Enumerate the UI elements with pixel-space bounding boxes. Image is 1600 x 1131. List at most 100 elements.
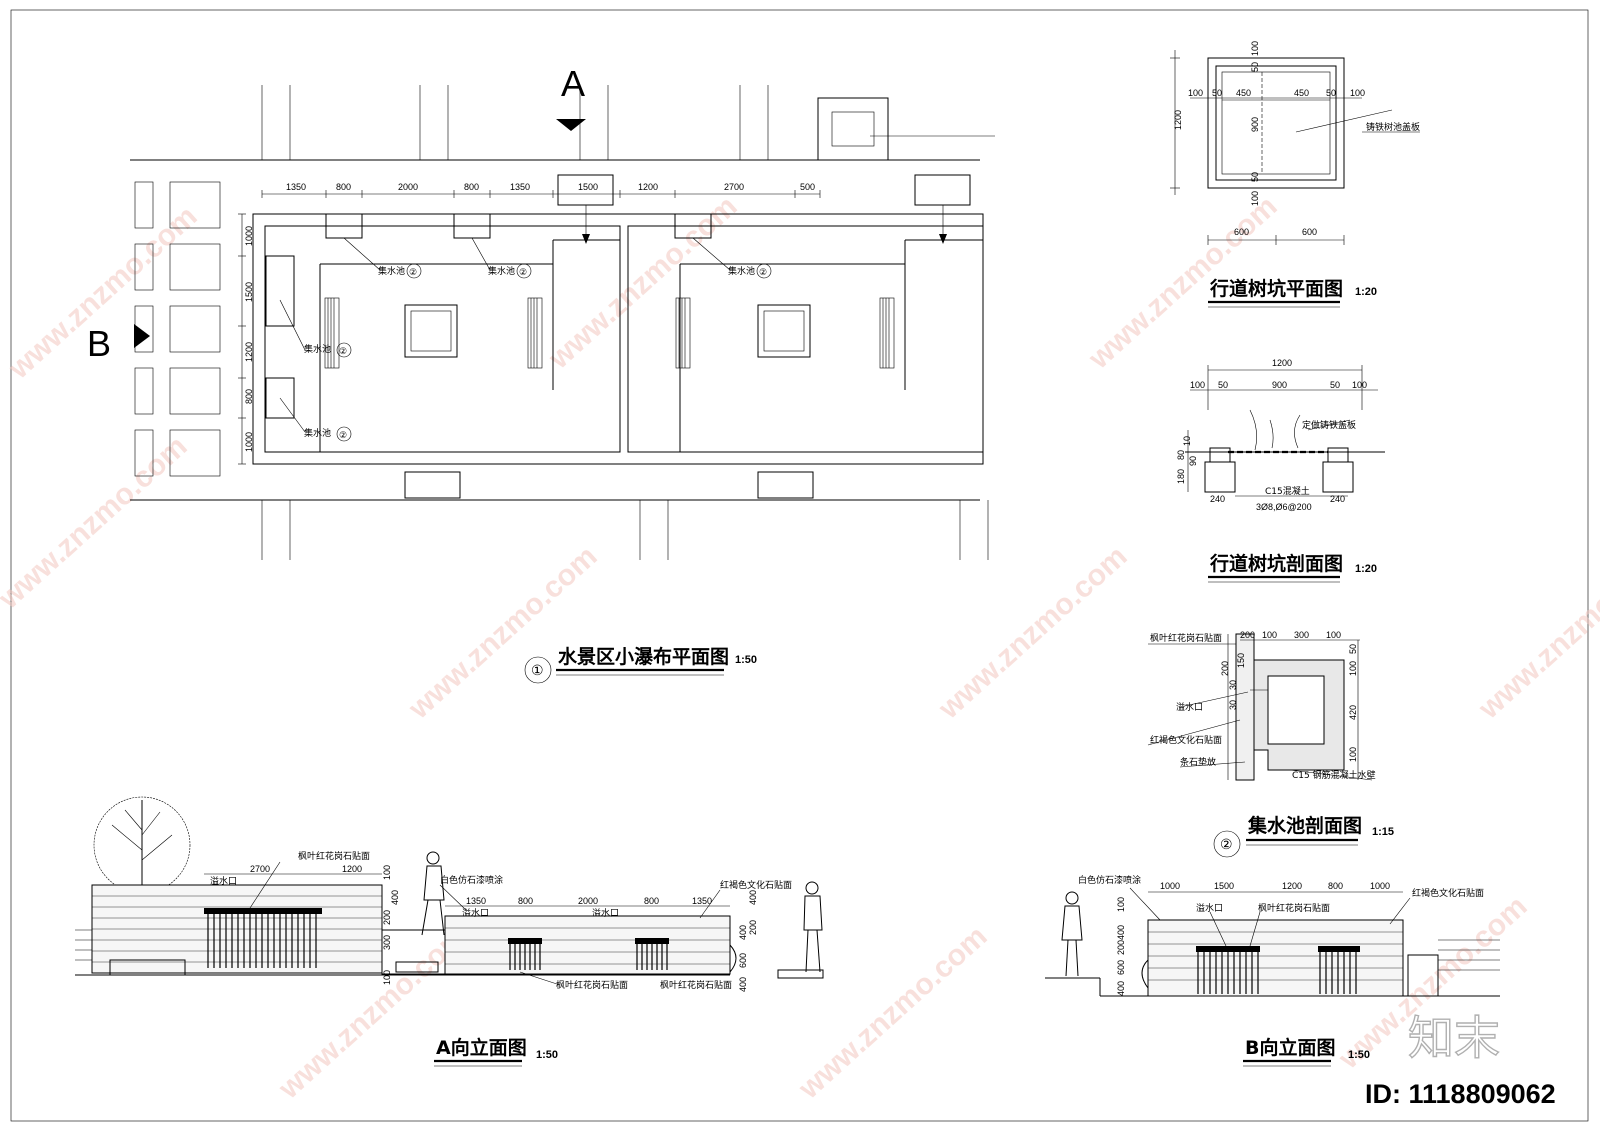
dim-label: 900 (1250, 117, 1260, 132)
dim-label: 200 (1116, 940, 1126, 955)
elevation-b: 1000 1500 1200 800 1000 100 400 200 600 … (1045, 874, 1500, 1067)
dim-label: 600 (1234, 227, 1249, 237)
dim-label: 100 (1350, 88, 1365, 98)
dim-label: 1000 (244, 432, 254, 452)
tree-section-note: 定做铸铁盖板 (1302, 419, 1356, 431)
dim-label: 50 (1250, 172, 1260, 182)
pool-section-scale: 1:15 (1372, 826, 1394, 838)
dim-label: 800 (244, 389, 254, 404)
section-arrow-a (556, 119, 586, 131)
waterfall-curtain-b (1197, 952, 1357, 994)
section-arrow-b (134, 324, 150, 348)
dim-label: 100 (382, 865, 392, 880)
watermark-text: www.znzmo.com (932, 540, 1134, 726)
plan-view: A B 1350 800 2000 800 1350 1500 1200 270… (87, 63, 995, 684)
dim-label: 50 (1330, 380, 1340, 390)
pool-section-label: 条石垫放 (1180, 756, 1216, 768)
pool-label: 集水池 (304, 427, 331, 439)
brick-pattern (92, 895, 382, 963)
elev-b-scale: 1:50 (1348, 1049, 1370, 1061)
tree-section-note: C15混凝土 (1265, 485, 1310, 497)
elev-a-label: 白色仿石漆喷涂 (440, 874, 503, 886)
dim-label: 100 (1116, 897, 1126, 912)
plan-title: 水景区小瀑布平面图 (558, 645, 729, 668)
tree-pit-section: 1200 100 50 900 50 100 定做铸铁盖板 C15混凝土 3Ø8… (1176, 358, 1385, 583)
dim-label: 150 (1236, 653, 1246, 668)
dim-label: 100 (1348, 661, 1358, 676)
pool-section-label: 溢水口 (1176, 701, 1203, 713)
dim-label: 1350 (510, 182, 530, 192)
dim-label: 600 (1302, 227, 1317, 237)
dim-label: 300 (382, 935, 392, 950)
dim-label: 1200 (1272, 358, 1292, 368)
tree-section-rebar: 3Ø8,Ø6@200 (1256, 502, 1312, 512)
dim-label: 240 (1330, 494, 1345, 504)
pool-label: 集水池 (488, 265, 515, 277)
tree-plan-scale: 1:20 (1355, 286, 1377, 298)
plan-pool-callouts: 集水池 ② 集水池 ② 集水池 ② 集水池 ② 集水池 ② (279, 237, 772, 442)
dim-label: 450 (1236, 88, 1251, 98)
dim-label: 30 (1228, 700, 1238, 710)
plan-section-mark-b: B (87, 323, 111, 364)
tree-pit-plan: 1200 100 50 900 50 100 100 50 450 450 50… (1170, 41, 1420, 308)
dim-label: 100 (1190, 380, 1205, 390)
dim-label: 100 (1250, 41, 1260, 56)
person-figure (1061, 891, 1083, 977)
dim-label: 200 (382, 910, 392, 925)
dim-label: 800 (644, 896, 659, 906)
dim-label: 1000 (1370, 881, 1390, 891)
pool-section-number: ② (1220, 836, 1233, 852)
elev-a-scale: 1:50 (536, 1049, 558, 1061)
waterfall-curtain-left (207, 914, 317, 968)
watermark-text: www.znzmo.com (0, 430, 193, 616)
dim-label: 1350 (286, 182, 306, 192)
watermark-text: www.znzmo.com (542, 190, 744, 376)
pool-label: 集水池 (378, 265, 405, 277)
watermark-text: www.znzmo.com (1472, 540, 1600, 726)
dim-label: 100 (1348, 747, 1358, 762)
dim-label: 240 (1210, 494, 1225, 504)
pool-label: 集水池 (728, 265, 755, 277)
plan-top-dimensions: 1350 800 2000 800 1350 1500 1200 2700 50… (261, 182, 821, 198)
watermark-text: www.znzmo.com (402, 540, 604, 726)
dim-label: 50 (1326, 88, 1336, 98)
dim-label: 100 (1188, 88, 1203, 98)
dim-label: 600 (738, 953, 748, 968)
tree-section-scale: 1:20 (1355, 563, 1377, 575)
dim-label: 50 (1218, 380, 1228, 390)
plan-steps (324, 297, 895, 369)
dim-label: 2000 (398, 182, 418, 192)
elev-b-label: 枫叶红花岗石贴面 (1258, 902, 1330, 914)
dim-label: 600 (1116, 960, 1126, 975)
elev-b-label: 红褐色文化石贴面 (1412, 887, 1484, 899)
dim-label: 1200 (342, 864, 362, 874)
drawing-id: ID: 1118809062 (1365, 1079, 1556, 1109)
dim-label: 80 (1176, 450, 1186, 460)
plan-title-number: ① (531, 662, 544, 678)
tree-plan-title: 行道树坑平面图 (1209, 277, 1343, 300)
elev-a-label: 枫叶红花岗石贴面 (556, 979, 628, 991)
dim-label: 400 (738, 977, 748, 992)
elevation-a: 2700 1200 1350 800 2000 800 1350 100 400… (75, 796, 824, 1067)
pool-section-label: C15 钢筋混凝土水壁 (1292, 769, 1376, 781)
dim-label: 800 (464, 182, 479, 192)
dim-label: 1500 (578, 182, 598, 192)
elev-a-label: 枫叶红花岗石贴面 (660, 979, 732, 991)
sheet-border (10, 9, 1589, 1122)
dim-label: 50 (1212, 88, 1222, 98)
dim-label: 10 (1182, 436, 1192, 446)
pool-ref: ② (339, 346, 347, 356)
elev-a-label: 溢水口 (210, 875, 237, 887)
plan-title-number-circle (524, 656, 552, 684)
elev-a-title: A向立面图 (436, 1036, 527, 1059)
dim-label: 50 (1348, 644, 1358, 654)
elev-a-label: 溢水口 (592, 907, 619, 919)
elev-b-title: B向立面图 (1245, 1036, 1335, 1059)
dim-label: 200 (748, 920, 758, 935)
pool-ref: ② (759, 267, 767, 277)
elev-a-label: 红褐色文化石贴面 (720, 879, 792, 891)
dim-label: 100 (1326, 630, 1341, 640)
dim-label: 180 (1176, 469, 1186, 484)
person-figure (803, 881, 823, 973)
